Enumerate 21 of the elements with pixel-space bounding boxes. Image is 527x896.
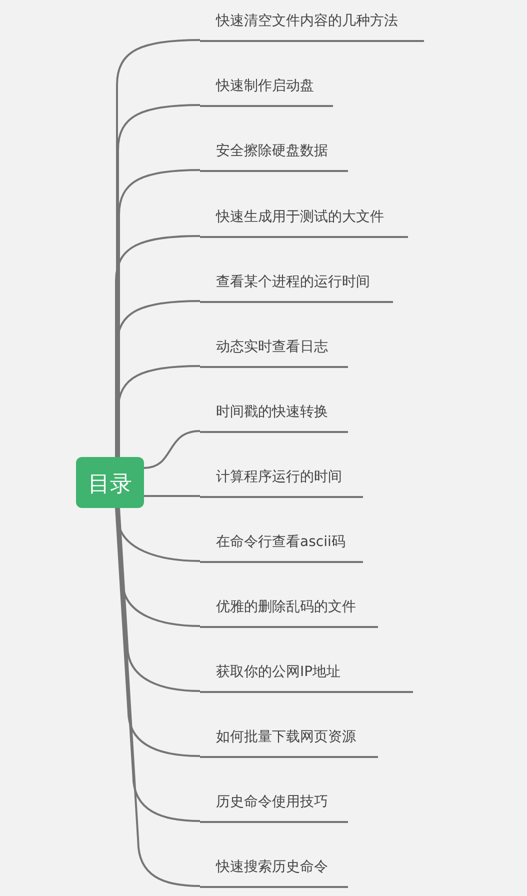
topic-label: 时间戳的快速转换 bbox=[216, 403, 328, 421]
branch-line bbox=[115, 235, 200, 457]
topic-label: 快速清空文件内容的几种方法 bbox=[216, 12, 398, 30]
topic-label: 优雅的删除乱码的文件 bbox=[216, 598, 356, 616]
topic-label: 安全擦除硬盘数据 bbox=[216, 142, 328, 160]
topic-label: 获取你的公网IP地址 bbox=[216, 663, 341, 681]
topic-label: 快速搜索历史命令 bbox=[216, 858, 328, 876]
topic-label: 快速制作启动盘 bbox=[216, 77, 314, 95]
branch-line bbox=[118, 508, 200, 692]
topic-label: 查看某个进程的运行时间 bbox=[216, 273, 370, 291]
branch-line bbox=[144, 430, 200, 469]
topic-label: 动态实时查看日志 bbox=[216, 338, 328, 356]
topic-label: 在命令行查看ascii码 bbox=[216, 533, 346, 551]
topic-label: 历史命令使用技巧 bbox=[216, 793, 328, 811]
topic-label: 快速生成用于测试的大文件 bbox=[216, 208, 384, 226]
branch-line bbox=[118, 169, 200, 457]
branch-line bbox=[115, 508, 200, 757]
topic-label: 计算程序运行的时间 bbox=[216, 468, 342, 486]
topic-label: 如何批量下载网页资源 bbox=[216, 728, 356, 746]
branch-line bbox=[144, 495, 200, 497]
root-box: 目录 bbox=[76, 457, 144, 508]
